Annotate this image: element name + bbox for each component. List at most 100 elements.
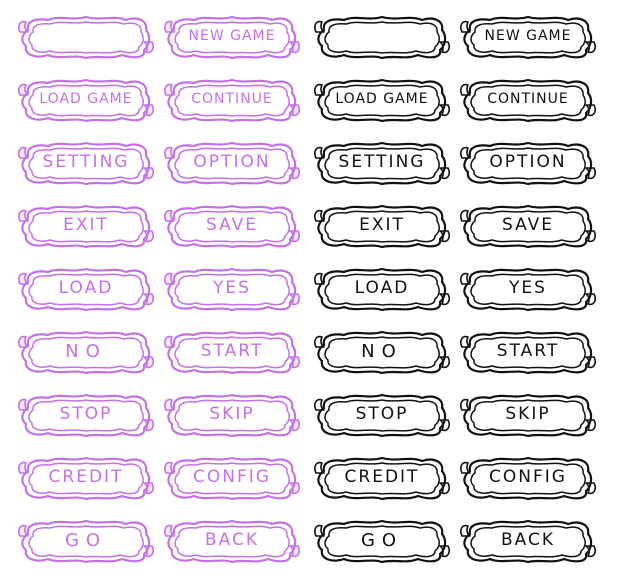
button-label: NEW GAME (188, 28, 276, 44)
scroll-frame-icon (18, 393, 154, 438)
button-label: SAVE (501, 215, 555, 235)
button-label: YES (213, 278, 251, 298)
scroll-frame-icon (460, 393, 596, 438)
button-label: EXIT (359, 215, 405, 235)
purple-option-button[interactable]: OPTION (162, 136, 302, 190)
button-label: SKIP (209, 404, 255, 424)
button-label: YES (509, 278, 547, 298)
button-label: GO (64, 529, 108, 551)
black-skip-button[interactable]: SKIP (458, 388, 598, 442)
purple-no-button[interactable]: NO (16, 325, 156, 379)
scroll-frame-icon (18, 78, 154, 123)
purple-continue-button[interactable]: CONTINUE (162, 73, 302, 127)
scroll-frame-icon (460, 15, 596, 60)
button-label: START (200, 341, 264, 361)
scroll-frame-icon (18, 204, 154, 249)
purple-new-game-button[interactable]: NEW GAME (162, 10, 302, 64)
black-load-button[interactable]: LOAD (312, 262, 452, 316)
purple-load-game-button[interactable]: LOAD GAME (16, 73, 156, 127)
scroll-frame-icon (18, 141, 154, 186)
button-label: BACK (500, 530, 555, 550)
scroll-frame-icon (164, 330, 300, 375)
purple-credit-button[interactable]: CREDIT (16, 451, 156, 505)
scroll-frame-icon (314, 330, 450, 375)
black-stop-button[interactable]: STOP (312, 388, 452, 442)
button-label: CREDIT (48, 467, 124, 487)
black-back-button[interactable]: BACK (458, 514, 598, 568)
scroll-frame-icon (460, 204, 596, 249)
purple-yes-button[interactable]: YES (162, 262, 302, 316)
black-blank-button[interactable] (312, 10, 452, 64)
black-no-button[interactable]: NO (312, 325, 452, 379)
button-label: STOP (355, 404, 409, 424)
black-continue-button[interactable]: CONTINUE (458, 73, 598, 127)
black-yes-button[interactable]: YES (458, 262, 598, 316)
purple-stop-button[interactable]: STOP (16, 388, 156, 442)
black-setting-button[interactable]: SETTING (312, 136, 452, 190)
scroll-frame-icon (314, 15, 450, 60)
button-label (30, 20, 142, 52)
scroll-frame-icon (18, 456, 154, 501)
button-label: STOP (59, 404, 113, 424)
scroll-frame-icon (314, 267, 450, 312)
scroll-frame-icon (314, 519, 450, 564)
purple-save-button[interactable]: SAVE (162, 199, 302, 253)
button-label: CREDIT (344, 467, 420, 487)
purple-start-button[interactable]: START (162, 325, 302, 379)
scroll-frame-icon (460, 456, 596, 501)
black-save-button[interactable]: SAVE (458, 199, 598, 253)
button-label: BACK (204, 530, 259, 550)
scroll-frame-icon (164, 204, 300, 249)
purple-back-button[interactable]: BACK (162, 514, 302, 568)
button-label: SETTING (42, 152, 130, 172)
purple-skip-button[interactable]: SKIP (162, 388, 302, 442)
scroll-frame-icon (314, 141, 450, 186)
scroll-frame-icon (164, 519, 300, 564)
purple-go-button[interactable]: GO (16, 514, 156, 568)
purple-config-button[interactable]: CONFIG (162, 451, 302, 505)
button-label: NEW GAME (484, 28, 572, 44)
scroll-frame-icon (314, 393, 450, 438)
black-exit-button[interactable]: EXIT (312, 199, 452, 253)
button-label: OPTION (193, 152, 271, 172)
black-go-button[interactable]: GO (312, 514, 452, 568)
scroll-frame-icon (314, 204, 450, 249)
black-option-button[interactable]: OPTION (458, 136, 598, 190)
black-start-button[interactable]: START (458, 325, 598, 379)
button-label: LOAD GAME (335, 91, 429, 107)
button-label: CONFIG (193, 467, 271, 487)
scroll-frame-icon (164, 78, 300, 123)
button-label: EXIT (63, 215, 109, 235)
button-label: LOAD (58, 278, 114, 298)
button-label: SKIP (505, 404, 551, 424)
scroll-frame-icon (164, 15, 300, 60)
button-label (326, 20, 438, 52)
purple-load-button[interactable]: LOAD (16, 262, 156, 316)
scroll-frame-icon (460, 141, 596, 186)
purple-blank-button[interactable] (16, 10, 156, 64)
button-label: SAVE (205, 215, 259, 235)
black-load-game-button[interactable]: LOAD GAME (312, 73, 452, 127)
scroll-frame-icon (18, 519, 154, 564)
scroll-frame-icon (460, 519, 596, 564)
scroll-frame-icon (164, 267, 300, 312)
button-label: SETTING (338, 152, 426, 172)
scroll-frame-icon (460, 330, 596, 375)
black-new-game-button[interactable]: NEW GAME (458, 10, 598, 64)
scroll-frame-icon (18, 267, 154, 312)
button-label: START (496, 341, 560, 361)
scroll-frame-icon (18, 330, 154, 375)
button-label: CONTINUE (191, 91, 273, 107)
button-label: LOAD GAME (39, 91, 133, 107)
scroll-frame-icon (18, 15, 154, 60)
scroll-frame-icon (314, 456, 450, 501)
button-label: OPTION (489, 152, 567, 172)
black-credit-button[interactable]: CREDIT (312, 451, 452, 505)
purple-setting-button[interactable]: SETTING (16, 136, 156, 190)
scroll-frame-icon (164, 393, 300, 438)
button-label: GO (360, 529, 404, 551)
button-label: CONFIG (489, 467, 567, 487)
black-config-button[interactable]: CONFIG (458, 451, 598, 505)
purple-exit-button[interactable]: EXIT (16, 199, 156, 253)
